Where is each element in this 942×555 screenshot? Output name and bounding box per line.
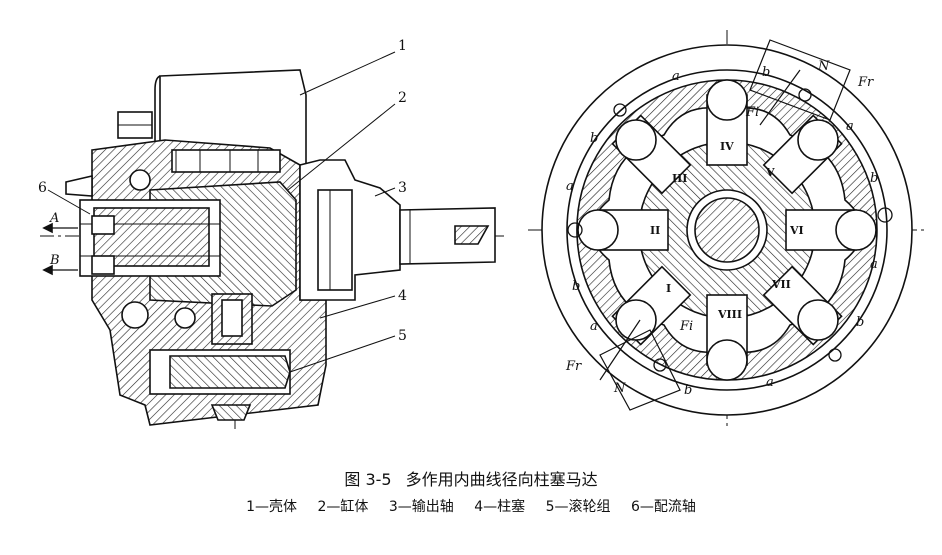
cylinder-numeral-8: VIII xyxy=(717,308,742,321)
region-a-label: a xyxy=(870,257,878,272)
force-fi-bottom: Fi xyxy=(679,319,693,334)
callout-2: 2 xyxy=(398,90,407,106)
figure-title-text: 多作用内曲线径向柱塞马达 xyxy=(405,470,598,489)
cylinder-numeral-1: I xyxy=(666,282,671,295)
force-fr-bottom: Fr xyxy=(565,359,582,374)
figure-legend: 1—壳体 2—缸体 3—输出轴 4—柱塞 5—滚轮组 6—配流轴 xyxy=(0,496,942,516)
force-fi-top: Fi xyxy=(745,105,759,120)
legend-item-1: 1—壳体 xyxy=(246,499,298,515)
region-a-label: a xyxy=(846,119,854,134)
legend-item-3: 3—输出轴 xyxy=(388,499,454,515)
end-fitting xyxy=(65,174,93,197)
callout-5: 5 xyxy=(398,328,407,344)
region-b-label: b xyxy=(870,171,878,186)
cylinder-numeral-6: VI xyxy=(789,224,804,237)
port-b-label: B xyxy=(49,253,60,268)
region-a-label: a xyxy=(566,179,574,194)
bottom-cap xyxy=(210,404,252,421)
legend-item-2: 2—缸体 xyxy=(317,499,369,515)
force-box-top xyxy=(749,39,851,121)
end-view-labels: N Fr Fi Fi Fr N a b a b a b b a a b b a … xyxy=(565,59,878,398)
figure-number: 图 3-5 xyxy=(344,470,392,489)
cylinder-numeral-4: IV xyxy=(720,140,734,153)
cylinder-numeral-2: II xyxy=(650,224,660,237)
region-b-label: b xyxy=(856,315,864,330)
rollers xyxy=(577,79,877,381)
legend-item-4: 4—柱塞 xyxy=(474,499,526,515)
side-view-labels: 1 2 3 4 5 6 A B xyxy=(38,38,407,344)
port-a-label: A xyxy=(49,211,59,226)
side-section-view xyxy=(40,51,505,430)
cylinder-numeral-3: III xyxy=(672,172,687,185)
force-box-bottom xyxy=(599,329,681,411)
legend-item-6: 6—配流轴 xyxy=(630,499,696,515)
figure-title: 图 3-5 多作用内曲线径向柱塞马达 xyxy=(0,466,942,490)
force-fr-top: Fr xyxy=(857,75,874,90)
output-shaft xyxy=(399,207,496,265)
force-n-bottom: N xyxy=(613,381,626,396)
callout-3: 3 xyxy=(398,180,407,196)
top-through-bolt xyxy=(171,149,281,173)
cylinder-numeral-5: V xyxy=(765,166,775,179)
region-a-label: a xyxy=(766,375,774,390)
region-b-label: b xyxy=(590,131,598,146)
end-view xyxy=(528,30,925,430)
region-b-label: b xyxy=(684,383,692,398)
region-a-label: a xyxy=(590,319,598,334)
legend-item-5: 5—滚轮组 xyxy=(545,499,611,515)
callout-1: 1 xyxy=(398,38,407,54)
region-b-label: b xyxy=(572,279,580,294)
cylinder-numeral-7: VII xyxy=(771,278,791,291)
callout-6: 6 xyxy=(38,180,47,196)
region-b-label: b xyxy=(762,65,770,80)
force-n-top: N xyxy=(817,59,830,74)
region-a-label: a xyxy=(672,69,680,84)
callout-4: 4 xyxy=(398,288,407,304)
bolt-holes xyxy=(567,88,893,372)
